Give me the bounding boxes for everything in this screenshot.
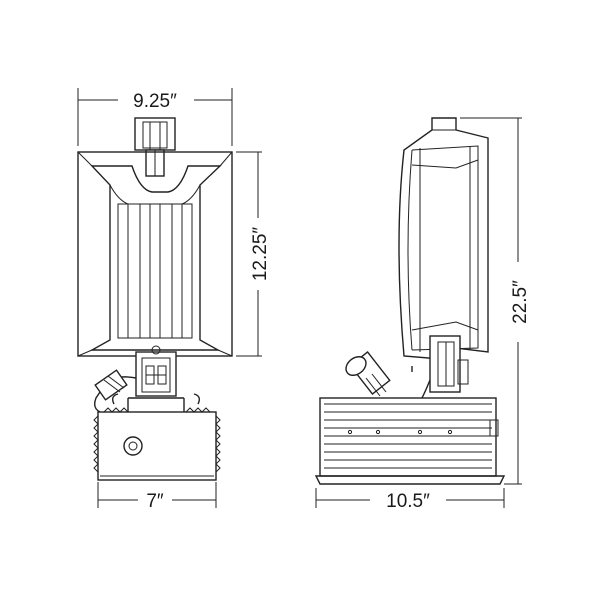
- front-mount-brackets: [111, 393, 201, 412]
- side-ballast: [314, 397, 506, 485]
- front-width-label: 9.25″: [133, 91, 177, 112]
- front-view: 9.25″: [77, 88, 271, 512]
- front-height-dimension: 12.25″: [236, 151, 271, 357]
- side-height-label: 22.5″: [510, 280, 531, 324]
- side-depth-dimension: 10.5″: [315, 488, 505, 512]
- front-cable-plug: [93, 369, 137, 413]
- front-height-label: 12.25″: [250, 227, 271, 282]
- side-view: 22.5″ 10.5″: [314, 117, 531, 512]
- front-ballast: [93, 407, 221, 481]
- front-hanger-bracket: [134, 117, 176, 177]
- front-width-dimension: 9.25″: [77, 88, 233, 146]
- front-ballast-width-dimension: 7″: [97, 482, 217, 512]
- side-height-dimension: 22.5″: [460, 117, 531, 485]
- side-reflector: [398, 117, 489, 361]
- side-depth-label: 10.5″: [386, 491, 430, 512]
- side-socket: [429, 335, 469, 393]
- front-ballast-width-label: 7″: [146, 491, 164, 512]
- front-socket: [135, 345, 177, 397]
- front-reflector: [77, 151, 233, 357]
- power-knob-icon: [123, 436, 143, 456]
